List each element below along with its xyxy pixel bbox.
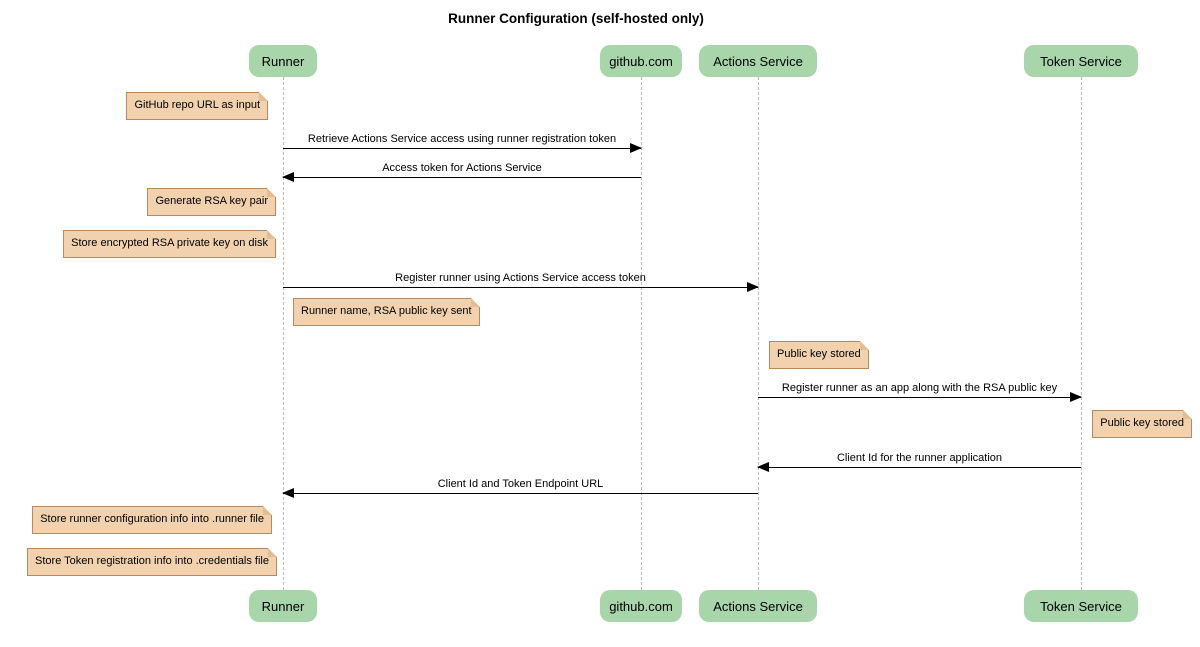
message-retrieve-actions-access: Retrieve Actions Service access using ru… bbox=[283, 132, 642, 153]
lifeline-github-com bbox=[641, 77, 642, 590]
note-text: Public key stored bbox=[1100, 417, 1184, 429]
note-github-repo-url: GitHub repo URL as input bbox=[126, 92, 268, 120]
lifeline-runner bbox=[283, 77, 284, 590]
participant-actions-service-top: Actions Service bbox=[699, 45, 817, 77]
participant-actions-service-bottom: Actions Service bbox=[699, 590, 817, 622]
arrowhead-left-icon bbox=[757, 462, 769, 472]
lifeline-actions-service bbox=[758, 77, 759, 590]
participant-runner-top: Runner bbox=[249, 45, 317, 77]
note-runner-name-sent: Runner name, RSA public key sent bbox=[293, 298, 480, 326]
arrowhead-right-icon bbox=[1070, 392, 1082, 402]
note-fold-icon bbox=[267, 230, 276, 239]
message-register-runner-app: Register runner as an app along with the… bbox=[758, 381, 1082, 402]
message-line bbox=[283, 493, 758, 494]
note-public-key-stored-actions: Public key stored bbox=[769, 341, 869, 369]
note-store-private-key: Store encrypted RSA private key on disk bbox=[63, 230, 276, 258]
note-text: Store Token registration info into .cred… bbox=[35, 555, 269, 567]
note-generate-rsa: Generate RSA key pair bbox=[147, 188, 276, 216]
message-line bbox=[758, 397, 1081, 398]
message-label: Client Id and Token Endpoint URL bbox=[437, 478, 604, 490]
note-text: Store runner configuration info into .ru… bbox=[40, 513, 264, 525]
note-fold-icon bbox=[470, 298, 480, 307]
note-store-runner-file: Store runner configuration info into .ru… bbox=[32, 506, 272, 534]
arrowhead-right-icon bbox=[630, 143, 642, 153]
arrowhead-right-icon bbox=[747, 282, 759, 292]
message-label: Access token for Actions Service bbox=[382, 162, 542, 174]
lifeline-token-service bbox=[1081, 77, 1082, 590]
note-text: Store encrypted RSA private key on disk bbox=[71, 237, 268, 249]
message-client-id-runner-app: Client Id for the runner application bbox=[757, 451, 1081, 472]
message-line bbox=[283, 287, 758, 288]
note-text: Runner name, RSA public key sent bbox=[301, 305, 472, 317]
message-line bbox=[758, 467, 1081, 468]
note-fold-icon bbox=[1183, 410, 1192, 419]
message-line bbox=[283, 177, 641, 178]
participant-github-com-top: github.com bbox=[600, 45, 682, 77]
message-access-token: Access token for Actions Service bbox=[282, 161, 641, 182]
note-fold-icon bbox=[263, 506, 272, 515]
participant-github-com-bottom: github.com bbox=[600, 590, 682, 622]
message-client-id-endpoint: Client Id and Token Endpoint URL bbox=[282, 477, 758, 498]
participant-runner-bottom: Runner bbox=[249, 590, 317, 622]
arrowhead-left-icon bbox=[282, 488, 294, 498]
note-fold-icon bbox=[259, 92, 268, 101]
diagram-title: Runner Configuration (self-hosted only) bbox=[448, 11, 704, 26]
note-public-key-stored-token: Public key stored bbox=[1092, 410, 1192, 438]
note-fold-icon bbox=[268, 548, 277, 557]
note-text: Generate RSA key pair bbox=[155, 195, 268, 207]
note-store-credentials-file: Store Token registration info into .cred… bbox=[27, 548, 277, 576]
note-text: Public key stored bbox=[777, 348, 861, 360]
note-text: GitHub repo URL as input bbox=[134, 99, 260, 111]
message-label: Client Id for the runner application bbox=[836, 452, 1003, 464]
message-label: Register runner using Actions Service ac… bbox=[395, 272, 646, 284]
message-line bbox=[283, 148, 641, 149]
message-register-runner: Register runner using Actions Service ac… bbox=[283, 271, 759, 292]
participant-token-service-bottom: Token Service bbox=[1024, 590, 1138, 622]
message-label: Retrieve Actions Service access using ru… bbox=[307, 133, 617, 145]
participant-token-service-top: Token Service bbox=[1024, 45, 1138, 77]
note-fold-icon bbox=[267, 188, 276, 197]
message-label: Register runner as an app along with the… bbox=[781, 382, 1058, 394]
arrowhead-left-icon bbox=[282, 172, 294, 182]
note-fold-icon bbox=[859, 341, 869, 350]
